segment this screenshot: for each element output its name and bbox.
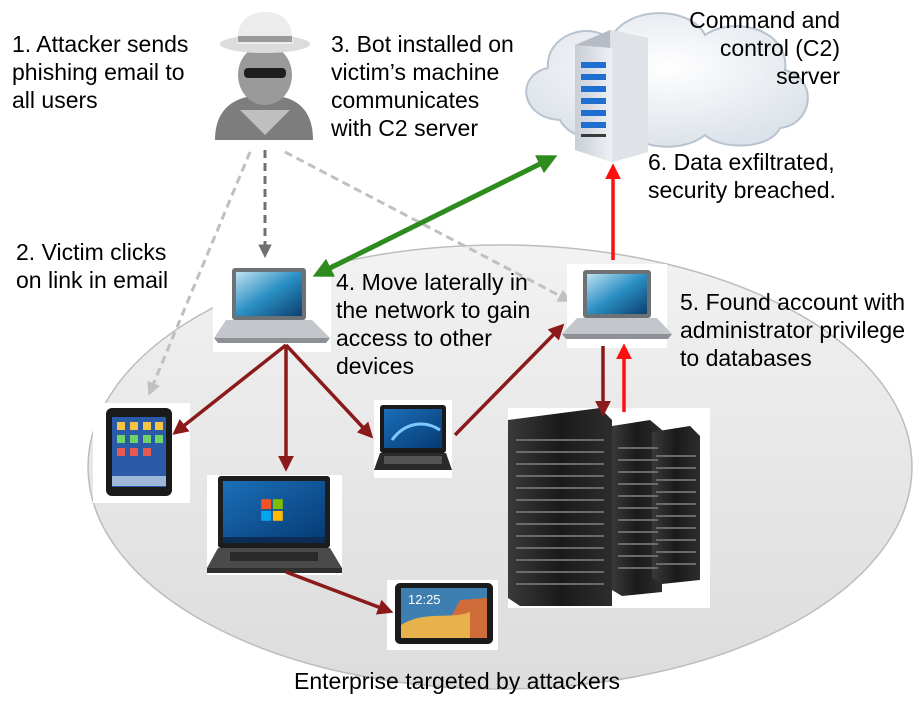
step4-label: 4. Move laterally in the network to gain… (336, 269, 531, 379)
database-servers-icon (508, 408, 710, 608)
netbook-icon (374, 400, 452, 478)
svg-text:12:25: 12:25 (408, 592, 441, 607)
windows-laptop-icon (207, 475, 342, 575)
c2-communication-arrow (312, 155, 558, 277)
step6-label: 6. Data exfiltrated, security breached. (648, 149, 836, 203)
c2-server-icon (575, 30, 648, 162)
step1-label: 1. Attacker sends phishing email to all … (12, 31, 189, 113)
c2-server-label: Command and control (C2) server (689, 7, 840, 89)
exfiltration-arrows (605, 163, 632, 412)
lateral-movement-arrows (172, 323, 611, 615)
step2-label: 2. Victim clicks on link in email (16, 239, 169, 293)
step5-label: 5. Found account with administrator priv… (680, 289, 906, 371)
step3-label: 3. Bot installed on victim’s machine com… (331, 31, 514, 141)
victim-laptop-icon (213, 260, 331, 352)
diagram-caption: Enterprise targeted by attackers (294, 668, 620, 694)
admin-laptop-icon (562, 264, 672, 348)
hacker-icon (215, 12, 313, 140)
tablet-icon (93, 403, 190, 503)
android-tablet-icon: 12:25 (387, 580, 498, 650)
